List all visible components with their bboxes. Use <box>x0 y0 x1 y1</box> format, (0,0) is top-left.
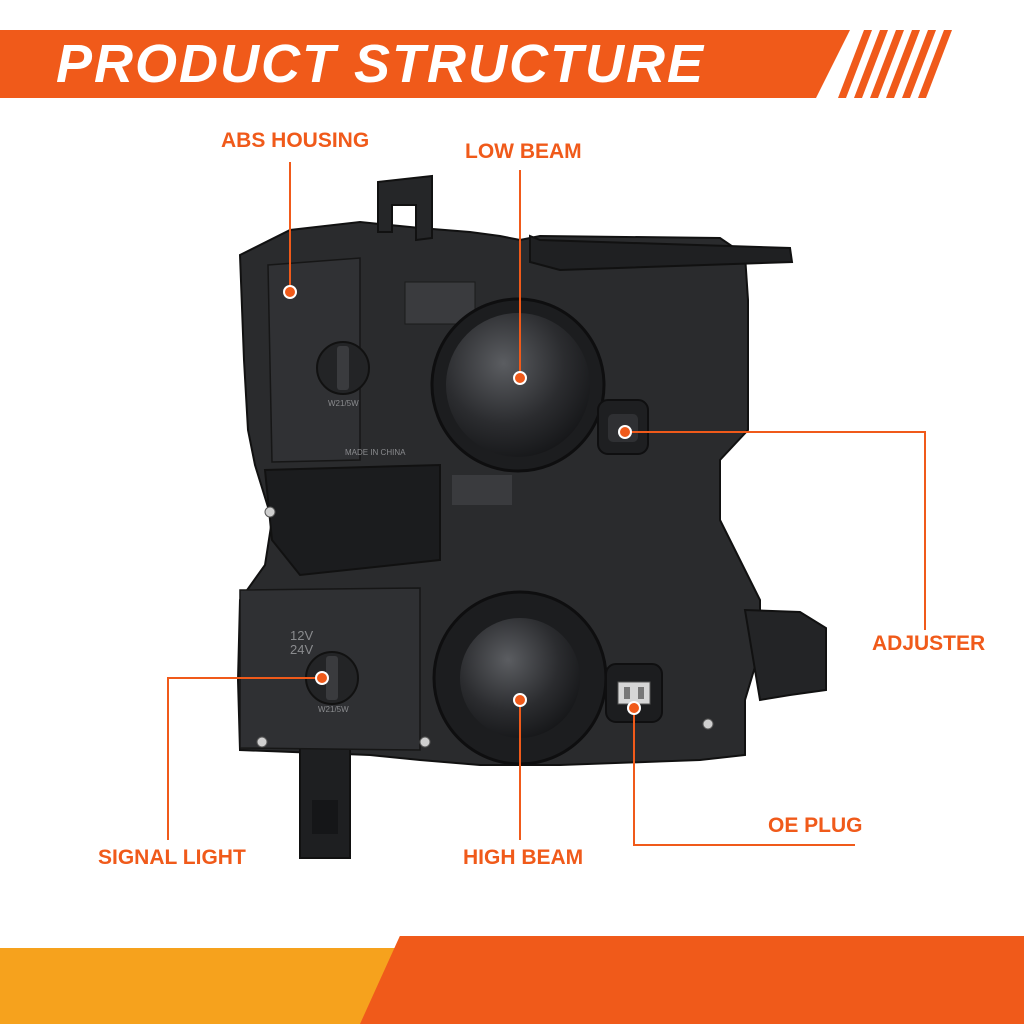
upper-bulb-code: W21/5W <box>328 399 359 408</box>
callout-signal-light: SIGNAL LIGHT <box>98 846 246 869</box>
banner-stripes-decoration <box>838 30 952 98</box>
upper-bulb-socket <box>316 341 370 395</box>
callout-low-beam: LOW BEAM <box>465 140 582 163</box>
signal-bulb-code: W21/5W <box>318 705 349 714</box>
title-banner <box>0 30 850 98</box>
voltage-label-12v: 12V <box>290 628 313 643</box>
leader-lines <box>167 162 926 846</box>
oe-plug-connector <box>605 663 663 723</box>
callout-dots <box>283 285 641 715</box>
page-title: PRODUCT STRUCTURE <box>56 34 705 94</box>
callout-oe-plug: OE PLUG <box>768 814 863 837</box>
footer-band-orange <box>360 936 1024 1024</box>
footer-band-yellow <box>0 948 400 1024</box>
low-beam-lens <box>430 297 606 473</box>
callout-high-beam: HIGH BEAM <box>463 846 584 869</box>
signal-light-socket <box>305 651 359 705</box>
callout-abs-housing: ABS HOUSING <box>221 129 370 152</box>
voltage-label-24v: 24V <box>290 642 313 657</box>
screws <box>256 506 714 748</box>
made-in-china-label: MADE IN CHINA <box>345 448 406 457</box>
callout-adjuster: ADJUSTER <box>872 632 986 655</box>
